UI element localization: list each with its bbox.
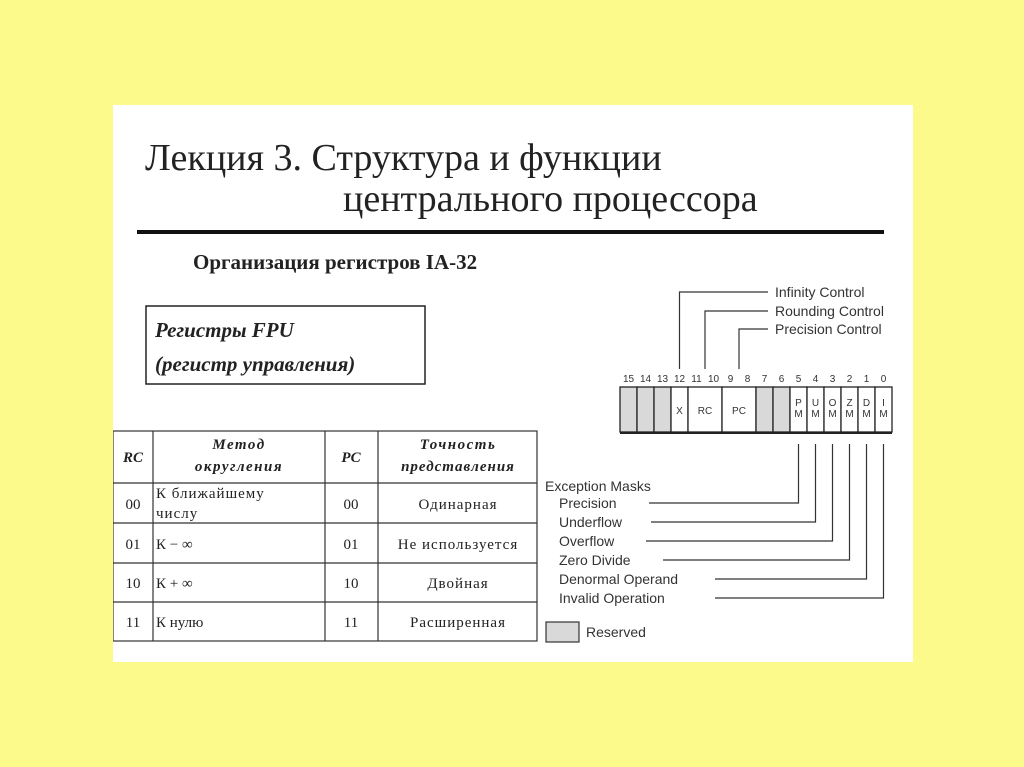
exception-leader-line-4	[715, 444, 868, 580]
fpu-box-line-2: (регистр управления)	[155, 352, 355, 376]
bit-field-label-zm-bottom: M	[845, 409, 853, 420]
exception-leader-line-5	[715, 444, 885, 599]
exception-label-3: Zero Divide	[559, 552, 631, 568]
bit-number-15: 15	[623, 374, 635, 385]
bit-field-label-pc: PC	[732, 406, 746, 417]
bit-number-0: 0	[881, 374, 887, 385]
row-2-precision: Двойная	[427, 576, 488, 592]
control-leader-line-0	[678, 291, 768, 369]
header-pc: PC	[341, 450, 361, 466]
exception-label-5: Invalid Operation	[559, 590, 665, 606]
row-3-pc: 11	[344, 615, 358, 631]
row-0-rc: 00	[126, 497, 141, 513]
bit-number-9: 9	[728, 374, 734, 385]
exception-leader-line-3	[663, 444, 851, 561]
reserved-legend-swatch	[545, 621, 580, 643]
exception-label-2: Overflow	[559, 533, 615, 549]
slide-canvas: Лекция 3. Структура и функции центрально…	[113, 137, 893, 643]
bit-field-label-im-bottom: M	[879, 409, 887, 420]
row-3-precision: Расширенная	[410, 615, 506, 631]
bit-field-reserved-15	[619, 386, 638, 433]
bit-number-8: 8	[745, 374, 751, 385]
title-line-1: Лекция 3. Структура и функции	[145, 137, 662, 179]
bit-field-reserved-13	[653, 386, 672, 433]
bit-number-11: 11	[691, 374, 702, 385]
control-leader-line-1	[704, 310, 768, 369]
bit-field-label-um-top: U	[812, 398, 819, 409]
title-divider	[137, 230, 884, 234]
exception-label-4: Denormal Operand	[559, 571, 678, 587]
control-label-1: Rounding Control	[775, 303, 884, 319]
row-1-pc: 01	[344, 537, 359, 553]
bit-number-3: 3	[830, 374, 836, 385]
row-2-rc: 10	[126, 576, 141, 592]
row-1-method: К − ∞	[156, 537, 193, 553]
header-precision-1: Точность	[420, 437, 497, 453]
exception-label-0: Precision	[559, 495, 617, 511]
bit-number-7: 7	[762, 374, 768, 385]
bit-field-reserved-7	[755, 386, 774, 433]
bit-field-reserved-14	[636, 386, 655, 433]
bit-number-10: 10	[708, 374, 720, 385]
bit-field-label-pm-bottom: M	[794, 409, 802, 420]
exception-masks-title: Exception Masks	[545, 478, 651, 494]
fpu-box-line-1: Регистры FPU	[154, 318, 296, 342]
row-1-precision: Не используется	[398, 537, 518, 553]
exception-leader-line-2	[646, 444, 834, 542]
rounding-precision-table	[113, 430, 538, 642]
row-1-rc: 01	[126, 537, 141, 553]
bit-field-label-x: X	[676, 406, 683, 417]
row-3-rc: 11	[126, 615, 140, 631]
bit-number-1: 1	[864, 374, 870, 385]
row-0-precision: Одинарная	[418, 497, 497, 513]
bit-number-4: 4	[813, 374, 819, 385]
bit-number-6: 6	[779, 374, 785, 385]
bit-number-5: 5	[796, 374, 802, 385]
header-rc: RC	[122, 450, 144, 466]
bit-number-13: 13	[657, 374, 669, 385]
bit-number-14: 14	[640, 374, 652, 385]
subtitle: Организация регистров IA-32	[193, 250, 477, 274]
header-precision-2: представления	[401, 459, 515, 475]
bit-field-label-om-top: O	[829, 398, 837, 409]
bit-field-reserved-6	[772, 386, 791, 433]
fpu-box	[145, 305, 426, 385]
bit-field-label-im-top: I	[882, 398, 885, 409]
bit-number-12: 12	[674, 374, 686, 385]
bit-field-rc-11	[687, 386, 723, 433]
row-2-method: К + ∞	[156, 576, 193, 592]
row-3-method: К нулю	[156, 615, 203, 631]
row-0-method-1: К ближайшему	[156, 486, 265, 502]
bit-number-2: 2	[847, 374, 853, 385]
bit-field-label-um-bottom: M	[811, 409, 819, 420]
bit-field-label-pm-top: P	[795, 398, 802, 409]
row-2-pc: 10	[344, 576, 359, 592]
slide: Лекция 3. Структура и функции центрально…	[113, 105, 913, 662]
control-label-2: Precision Control	[775, 321, 882, 337]
bit-field-label-om-bottom: M	[828, 409, 836, 420]
exception-label-1: Underflow	[559, 514, 623, 530]
control-label-0: Infinity Control	[775, 284, 864, 300]
exception-leader-line-1	[651, 444, 817, 523]
row-0-pc: 00	[344, 497, 359, 513]
control-leader-line-2	[738, 328, 768, 369]
bit-field-label-dm-bottom: M	[862, 409, 870, 420]
reserved-legend-label: Reserved	[586, 624, 646, 640]
row-0-method-2: числу	[156, 506, 198, 522]
header-method-2: округления	[195, 459, 283, 475]
bit-field-label-rc: RC	[698, 406, 712, 417]
bit-field-label-zm-top: Z	[846, 398, 852, 409]
bit-field-label-dm-top: D	[863, 398, 870, 409]
title-line-2: центрального процессора	[343, 178, 758, 220]
exception-leader-line-0	[649, 444, 800, 504]
header-method-1: Метод	[211, 437, 265, 453]
